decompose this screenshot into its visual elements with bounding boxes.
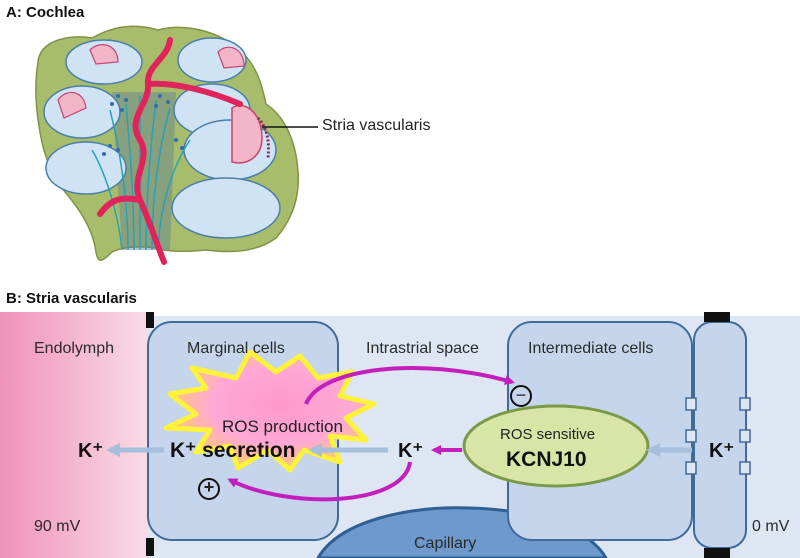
intermediate-cells-label: Intermediate cells bbox=[528, 340, 654, 357]
endolymph-region bbox=[0, 312, 148, 558]
ros-inhibition-arrow bbox=[304, 366, 515, 405]
ros-burst bbox=[163, 349, 377, 473]
gap-junctions bbox=[685, 397, 751, 475]
scala-media bbox=[57, 91, 87, 119]
ros-sensitive-label: ROS sensitive bbox=[500, 426, 596, 443]
inhibition-sign bbox=[510, 385, 532, 407]
k-ion-intermediate: K⁺ bbox=[709, 440, 734, 462]
scala-chamber bbox=[183, 119, 277, 181]
kcnj10-channel bbox=[462, 404, 650, 488]
capillary-label: Capillary bbox=[414, 535, 477, 552]
scala-media bbox=[217, 46, 245, 69]
k-secretion-label: K⁺ secretion bbox=[170, 439, 296, 462]
marginal-cells-label: Marginal cells bbox=[187, 340, 285, 357]
stria-panel bbox=[0, 312, 800, 558]
spiral-ganglion-dots bbox=[102, 94, 184, 156]
stria-vascularis-callout: Stria vascularis bbox=[322, 117, 431, 134]
tight-junction bbox=[146, 312, 154, 328]
scala-chamber bbox=[45, 141, 127, 195]
k-ion-intrastrial: K⁺ bbox=[398, 440, 423, 462]
tight-junction bbox=[146, 538, 154, 556]
cochlea-illustration bbox=[35, 25, 318, 265]
scala-chamber bbox=[43, 85, 121, 139]
plus-sign: + bbox=[203, 477, 215, 497]
scala-media bbox=[231, 104, 263, 164]
ros-production-label: ROS production bbox=[222, 417, 343, 436]
blood-vessel bbox=[97, 37, 243, 265]
tight-junction bbox=[704, 312, 730, 322]
scala-chamber bbox=[171, 177, 281, 239]
basal-cells bbox=[693, 321, 747, 549]
kcnj10-label: KCNJ10 bbox=[506, 448, 587, 471]
interstitial-potential: 0 mV bbox=[752, 518, 790, 535]
scala-media bbox=[89, 44, 119, 65]
stimulation-sign bbox=[198, 478, 220, 500]
panel-a-heading: A: Cochlea bbox=[6, 4, 85, 21]
panel-b-heading: B: Stria vascularis bbox=[6, 290, 137, 307]
intrastrial-space-label: Intrastrial space bbox=[366, 340, 479, 357]
endolymph-potential: 90 mV bbox=[34, 518, 81, 535]
endolymph-label: Endolymph bbox=[34, 340, 115, 357]
k-stimulation-arrow bbox=[227, 461, 412, 502]
minus-sign: − bbox=[515, 385, 527, 405]
tight-junction bbox=[704, 548, 730, 558]
k-ion-endolymph: K⁺ bbox=[78, 440, 103, 462]
